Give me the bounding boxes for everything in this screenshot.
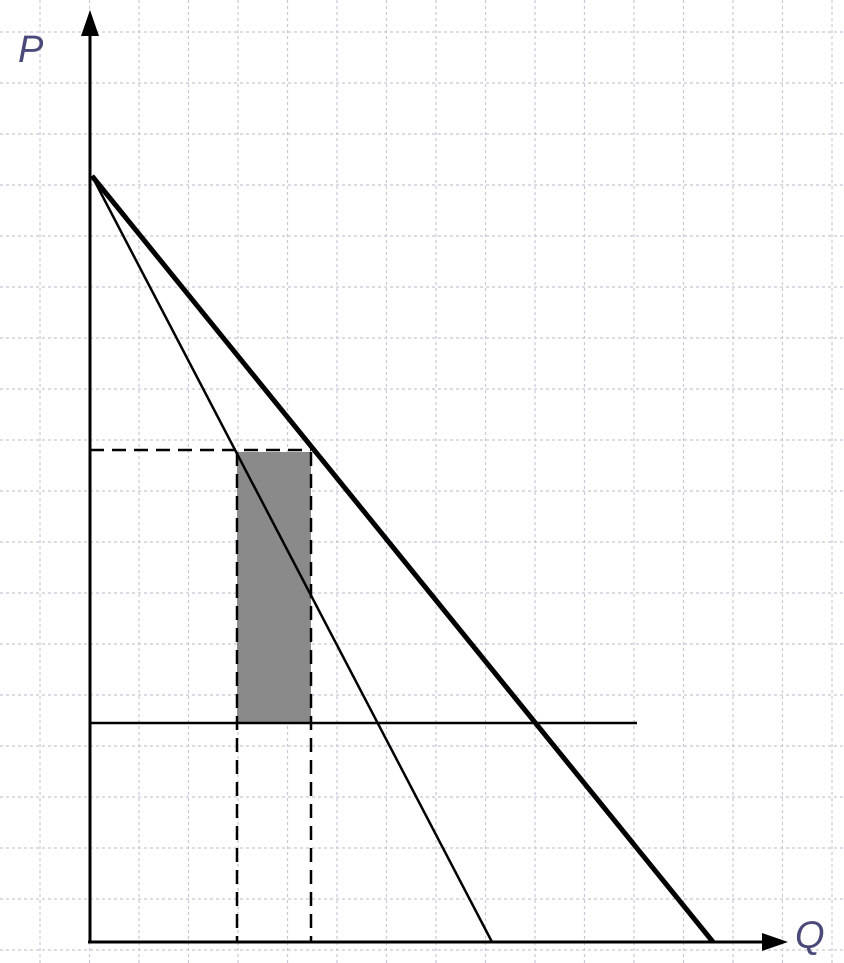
marginal-revenue-curve [90, 175, 494, 943]
profit-rectangle [237, 452, 311, 723]
x-axis-label: Q [795, 915, 825, 957]
x-axis-arrowhead [762, 933, 788, 951]
y-axis-arrowhead [81, 10, 99, 36]
y-axis-label: P [18, 29, 44, 71]
demand-curve [90, 174, 715, 944]
